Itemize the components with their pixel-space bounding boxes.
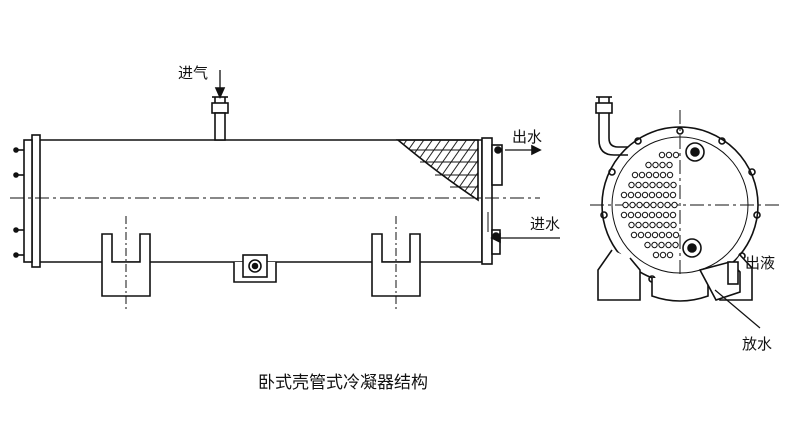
tube-hole — [628, 181, 635, 189]
tube-hole — [659, 171, 667, 179]
tube-hole — [656, 181, 663, 189]
tube-hole — [644, 241, 651, 249]
tube-bundle-cutaway — [395, 139, 479, 202]
tube-hole — [645, 171, 653, 179]
tube-hole — [656, 221, 663, 229]
tube-hole — [629, 201, 636, 209]
tube-hole — [662, 211, 670, 219]
tube-hole — [665, 151, 673, 159]
tube-hole — [672, 231, 680, 239]
tube-hole — [635, 221, 642, 229]
tube-hole — [644, 231, 652, 239]
tube-hole — [651, 241, 658, 249]
tube-hole — [627, 191, 635, 199]
tube-hole — [672, 151, 680, 159]
tube-hole — [622, 201, 629, 209]
end-left-support — [597, 249, 641, 301]
tube-hole — [658, 241, 665, 249]
tube-hole — [627, 211, 635, 219]
tube-hole — [657, 201, 664, 209]
tube-hole — [655, 191, 663, 199]
tube-hole — [652, 251, 660, 259]
tube-hole — [670, 181, 677, 189]
tube-hole — [645, 161, 652, 169]
tube-hole — [659, 251, 667, 259]
tube-hole — [651, 231, 659, 239]
drain-label: 放水 — [742, 335, 772, 353]
tube-hole — [642, 221, 649, 229]
tube-hole — [669, 191, 677, 199]
liquid-outlet-label: 出液 — [745, 254, 775, 272]
tube-hole — [662, 191, 670, 199]
tube-hole — [638, 171, 646, 179]
water-outlet-label: 出水 — [512, 128, 542, 146]
tube-hole — [634, 211, 642, 219]
tube-hole — [669, 211, 677, 219]
tube-hole — [659, 161, 666, 169]
liquid-outlet-nozzle — [233, 254, 277, 283]
figure-caption: 卧式壳管式冷凝器结构 — [258, 373, 428, 393]
tube-hole — [631, 171, 639, 179]
water-inlet-label: 进水 — [530, 215, 560, 233]
left-end-flange — [13, 134, 41, 268]
tube-hole-grid — [620, 151, 680, 259]
end-liquid-outlet — [698, 261, 741, 301]
tube-hole — [630, 231, 638, 239]
water-outlet-arrow — [505, 144, 542, 156]
tube-hole — [652, 161, 659, 169]
end-view — [590, 96, 780, 329]
tube-hole — [642, 181, 649, 189]
water-inlet-arrow — [487, 212, 560, 244]
tube-hole — [628, 221, 635, 229]
tube-hole — [634, 191, 642, 199]
tube-hole — [666, 161, 673, 169]
tube-hole — [620, 211, 628, 219]
tube-hole — [655, 211, 663, 219]
tube-hole — [643, 201, 650, 209]
tube-hole — [650, 201, 657, 209]
side-view — [10, 70, 560, 310]
tube-hole — [663, 181, 670, 189]
tube-hole — [620, 191, 628, 199]
left-support — [101, 216, 151, 310]
tube-hole — [671, 201, 678, 209]
tube-hole — [648, 211, 656, 219]
end-gas-inlet-pipe — [595, 96, 628, 156]
gas-inlet-label: 进气 — [178, 64, 208, 82]
tube-hole — [666, 171, 674, 179]
tube-hole — [665, 241, 672, 249]
right-support — [371, 216, 421, 310]
gas-inlet-nozzle — [211, 70, 229, 141]
tube-hole — [666, 251, 674, 259]
tube-hole — [670, 221, 677, 229]
tube-hole — [663, 221, 670, 229]
tube-hole — [648, 191, 656, 199]
tube-hole — [652, 171, 660, 179]
end-bottom-sump — [651, 278, 709, 302]
tube-hole — [641, 191, 649, 199]
right-water-box — [481, 137, 503, 265]
tube-hole — [665, 231, 673, 239]
tube-hole — [636, 201, 643, 209]
tube-hole — [649, 181, 656, 189]
tube-hole — [641, 211, 649, 219]
tube-hole — [658, 151, 666, 159]
tube-hole — [649, 221, 656, 229]
tube-hole — [637, 231, 645, 239]
tube-hole — [635, 181, 642, 189]
tube-hole — [664, 201, 671, 209]
tube-hole — [672, 241, 679, 249]
tube-hole — [658, 231, 666, 239]
